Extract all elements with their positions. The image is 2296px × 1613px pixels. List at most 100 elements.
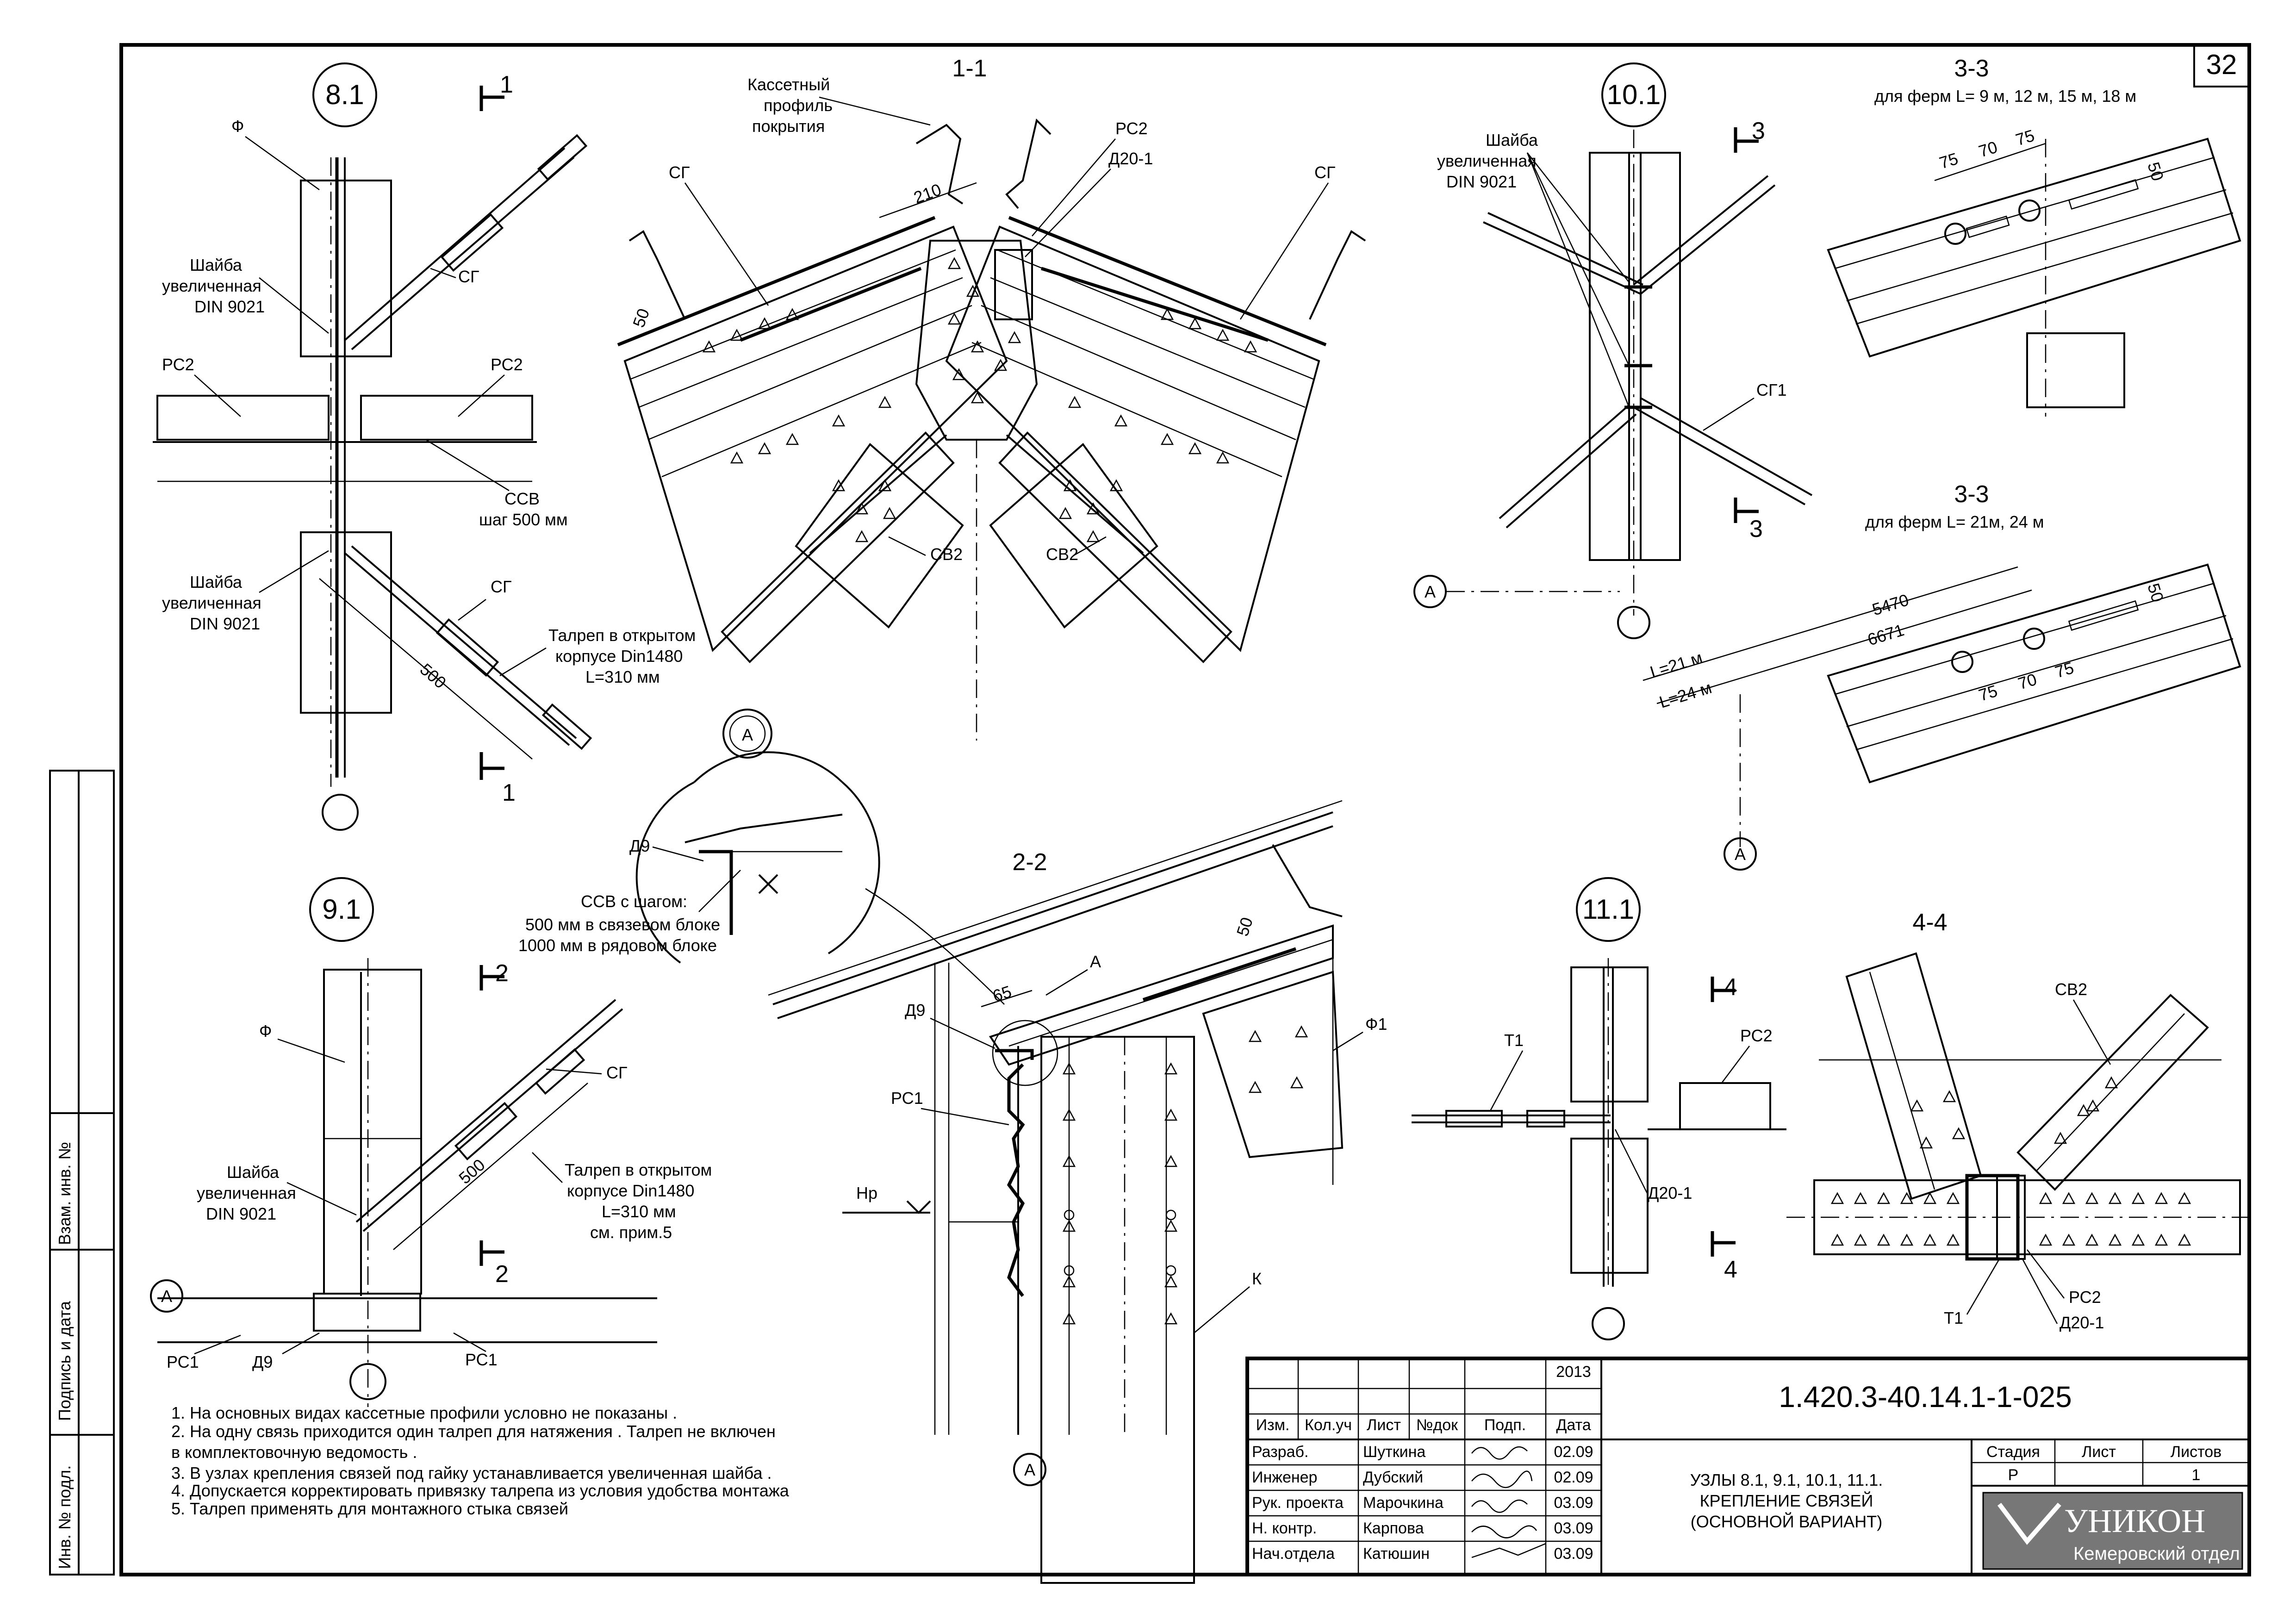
side-stamp-inv-no: Инв. № подл. <box>55 1465 74 1569</box>
stamp-row3-date: 03.09 <box>1554 1494 1593 1512</box>
sheet-frame: 32 <box>119 43 2251 1576</box>
stage-header-stage: Стадия <box>1986 1443 2040 1461</box>
washer-8-1-line3: DIN 9021 <box>194 297 265 316</box>
stamp-row2-date: 02.09 <box>1554 1469 1593 1486</box>
side-stamp: Инв. № подл. Подпись и дата Взам. инв. № <box>49 770 115 1576</box>
stamp-row1-name: Шуткина <box>1363 1443 1425 1461</box>
company-logo-box <box>1982 1492 2243 1570</box>
stamp-row4-date: 03.09 <box>1554 1520 1593 1537</box>
stamp-row3-role: Рук. проекта <box>1252 1494 1344 1512</box>
turnbuckle-8-1-line3: L=310 мм <box>585 667 660 686</box>
section-2-2-title: 2-2 <box>1012 849 1047 876</box>
label-rs1-left: РС1 <box>167 1352 199 1371</box>
sheet-title-line2: КРЕПЛЕНИЕ СВЯЗЕЙ <box>1700 1491 1873 1510</box>
dim-3-3a-75b: 75 <box>2013 126 2036 149</box>
company-department: Кемеровский отдел <box>2073 1544 2240 1564</box>
cut-3-top-label: 3 <box>1752 118 1765 144</box>
detail-a-marker: А <box>742 725 753 744</box>
dim-50-1-1: 50 <box>629 306 653 330</box>
washer-8-1-line2: увеличенная <box>162 276 261 295</box>
label-d20-1-1: Д20-1 <box>1108 149 1153 168</box>
section-2-2-view: 2-2 Нр <box>768 800 1387 1584</box>
stamp-row2-name: Дубский <box>1363 1469 1423 1486</box>
turnbuckle-8-1-line2: корпусе Din1480 <box>555 647 683 666</box>
sheet-title-line3: (ОСНОВНОЙ ВАРИАНТ) <box>1691 1512 1883 1531</box>
stamp-row5-name: Катюшин <box>1363 1545 1430 1563</box>
section-3-3a-title: 3-3 <box>1954 55 1989 82</box>
label-sv2-4-4: СВ2 <box>2055 980 2087 999</box>
section-3-3a-subtitle: для ферм L= 9 м, 12 м, 15 м, 18 м <box>1874 87 2136 106</box>
note-1: 1. На основных видах кассетные профили у… <box>171 1403 677 1422</box>
label-f-9-1: Ф <box>259 1021 272 1040</box>
label-rs2-4-4: РС2 <box>2069 1288 2101 1307</box>
node-10-1-view: 10.1 3 Шайба увеличенная DIN 9021 СГ1 3 <box>1413 62 1812 639</box>
turnbuckle-9-1-line1: Талреп в открытом <box>565 1160 712 1179</box>
ssv-detail-line2: 500 мм в связевом блоке <box>525 915 720 934</box>
turnbuckle-8-1-line1: Талреп в открытом <box>548 626 696 645</box>
dim-3-3b-75a: 75 <box>1976 681 1999 705</box>
cassette-line1: Кассетный <box>747 75 830 94</box>
dim-65: 65 <box>990 982 1014 1005</box>
section-1-1-view: 1-1 <box>617 55 1366 741</box>
washer-10-1-line2: увеличенная <box>1437 151 1537 170</box>
ssv-detail-line3: 1000 мм в рядовом блоке <box>518 936 717 955</box>
section-3-3b-view: 3-3 для ферм L= 21м, 24 м 5470 6671 L=21… <box>1643 481 2241 871</box>
dim-3-3a-50: 50 <box>2144 160 2167 183</box>
cut-1-bottom-label: 1 <box>502 779 516 806</box>
cut-4-bottom-label: 4 <box>1724 1256 1737 1283</box>
stamp-row4-name: Карпова <box>1363 1520 1424 1537</box>
cut-2-top-label: 2 <box>495 960 509 987</box>
label-l24: L=24 м <box>1657 678 1714 712</box>
node-9-1-marker: 9.1 <box>322 894 361 925</box>
stage-header-sheet: Лист <box>2082 1443 2116 1461</box>
note-2-cont: в комплектовочную ведомость . <box>171 1443 417 1462</box>
stamp-row3-name: Марочкина <box>1363 1494 1444 1512</box>
stage-header-sheets: Листов <box>2171 1443 2221 1461</box>
stamp-row2-role: Инженер <box>1252 1469 1317 1486</box>
washer-9-1-line2: увеличенная <box>197 1183 296 1202</box>
signature-marks <box>1471 1446 1546 1558</box>
stamp-header-kol: Кол.уч <box>1305 1416 1352 1434</box>
washer-10-1-line3: DIN 9021 <box>1446 172 1517 191</box>
washer-8-1b-line1: Шайба <box>190 573 243 592</box>
label-t1-4-4: Т1 <box>1944 1308 1963 1327</box>
washer-9-1-line3: DIN 9021 <box>206 1204 276 1223</box>
label-rs2-1-1: РС2 <box>1115 119 1148 138</box>
label-rs2-11-1: РС2 <box>1740 1026 1773 1045</box>
stamp-header-sign: Подп. <box>1484 1416 1526 1434</box>
cassette-line3: покрытия <box>752 117 825 136</box>
label-sg1: СГ1 <box>1756 380 1787 399</box>
washer-9-1-line1: Шайба <box>227 1163 280 1182</box>
label-sv2-right: СВ2 <box>1046 545 1078 564</box>
label-d9-2-2: Д9 <box>905 1001 925 1020</box>
stamp-row4-role: Н. контр. <box>1252 1520 1317 1537</box>
axis-a-2-2: А <box>1024 1460 1035 1479</box>
cut-1-top-label: 1 <box>500 71 513 98</box>
note-3: 3. В узлах крепления связей под гайку ус… <box>171 1464 772 1482</box>
side-stamp-replace: Взам. инв. № <box>55 1142 74 1245</box>
note-5: 5. Талреп применять для монтажного стыка… <box>171 1499 568 1518</box>
sheets-count: 1 <box>2192 1466 2201 1484</box>
dim-3-3a-70: 70 <box>1976 137 1999 161</box>
section-4-4-title: 4-4 <box>1912 909 1947 936</box>
stamp-year: 2013 <box>1556 1363 1591 1381</box>
sheet-title-line1: УЗЛЫ 8.1, 9.1, 10.1, 11.1. <box>1690 1470 1883 1489</box>
dim-5470: 5470 <box>1870 590 1911 619</box>
dim-210: 210 <box>911 180 944 207</box>
label-f-8-1: Ф <box>231 117 244 136</box>
label-d9-9-1: Д9 <box>252 1352 273 1371</box>
detail-a-view: А Д9 ССВ с шагом: 500 мм в связевом блок… <box>518 709 1005 1005</box>
title-block: 2013 Изм. Кол.уч Лист №док Подп. Дата Ра… <box>1245 1357 2251 1576</box>
dim-50-2-2: 50 <box>1233 915 1257 939</box>
node-11-1-marker: 11.1 <box>1582 894 1634 925</box>
stamp-row1-date: 02.09 <box>1554 1443 1593 1461</box>
section-3-3b-subtitle: для ферм L= 21м, 24 м <box>1865 512 2044 531</box>
label-rs1-2-2: РС1 <box>891 1089 923 1108</box>
node-8-1-marker: 8.1 <box>325 79 364 110</box>
label-sg-8-1-bottom: СГ <box>491 577 512 596</box>
stamp-header-list: Лист <box>1367 1416 1401 1434</box>
label-rs2-right: РС2 <box>491 355 523 374</box>
dim-6671: 6671 <box>1865 620 1906 649</box>
axis-a-10-1: А <box>1425 582 1436 601</box>
